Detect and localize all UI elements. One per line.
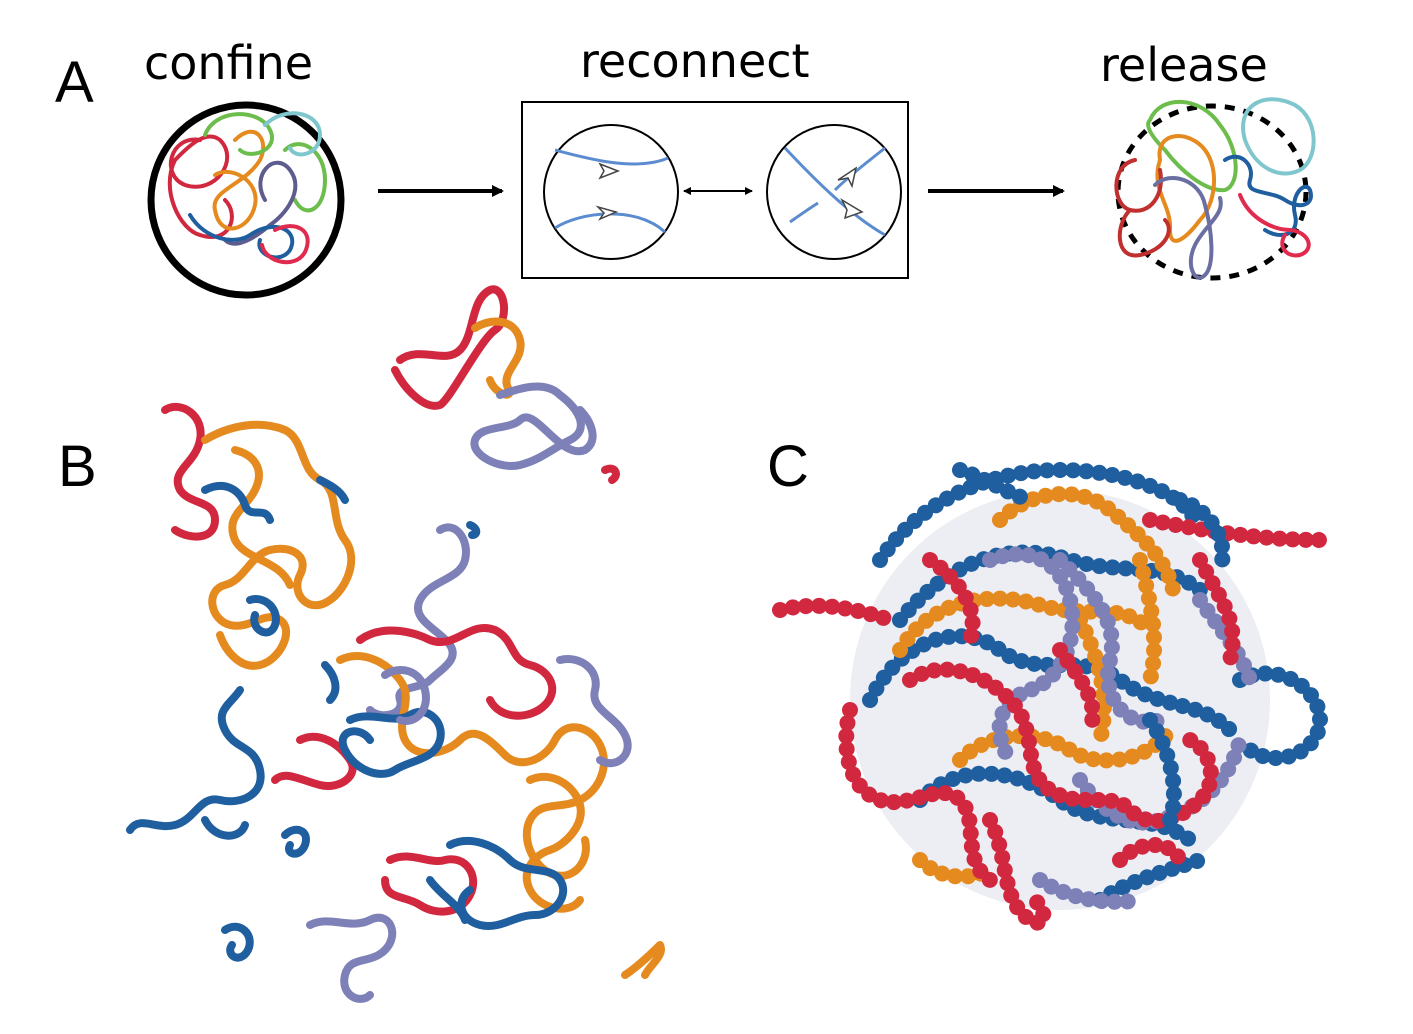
strand-arrow-right-2 bbox=[840, 198, 864, 220]
loop-green bbox=[203, 112, 328, 213]
strand-circle-right bbox=[766, 124, 902, 260]
polymer-globule-c bbox=[772, 462, 1328, 931]
strand-arrow-left-2 bbox=[595, 205, 619, 221]
strand-cross-b bbox=[833, 146, 886, 192]
release-loop-red bbox=[1114, 158, 1171, 258]
strand-circle-left bbox=[543, 124, 679, 260]
loop-cyan bbox=[263, 111, 323, 157]
confine-diagram bbox=[147, 101, 345, 299]
strand-arrow-right-1 bbox=[837, 166, 858, 189]
loop-orange bbox=[212, 129, 266, 231]
step-label-release: release bbox=[1100, 38, 1268, 92]
reconnect-box bbox=[521, 101, 909, 279]
panel-label-a: A bbox=[55, 50, 94, 115]
polymer-snapshot-b bbox=[126, 285, 665, 1003]
panel-label-b: B bbox=[58, 434, 97, 499]
loop-lavender bbox=[223, 160, 298, 246]
strand-cross-c bbox=[789, 201, 819, 224]
panel-label-c: C bbox=[767, 434, 809, 499]
strand-upper-left bbox=[554, 148, 669, 166]
release-loop-cyan bbox=[1241, 97, 1316, 176]
step-label-confine: confine bbox=[144, 36, 314, 90]
release-loop-red-2 bbox=[1238, 193, 1311, 258]
release-loop-orange bbox=[1155, 134, 1217, 243]
release-diagram bbox=[1114, 97, 1316, 281]
strand-cross-a bbox=[783, 146, 886, 237]
loop-red bbox=[167, 134, 234, 239]
loop-red-2 bbox=[260, 224, 310, 265]
release-loop-lavender bbox=[1153, 175, 1223, 280]
strand-arrow-left-1 bbox=[598, 162, 621, 180]
step-label-reconnect: reconnect bbox=[580, 34, 810, 88]
release-loop-blue bbox=[1223, 154, 1313, 237]
release-loop-green bbox=[1146, 99, 1238, 193]
